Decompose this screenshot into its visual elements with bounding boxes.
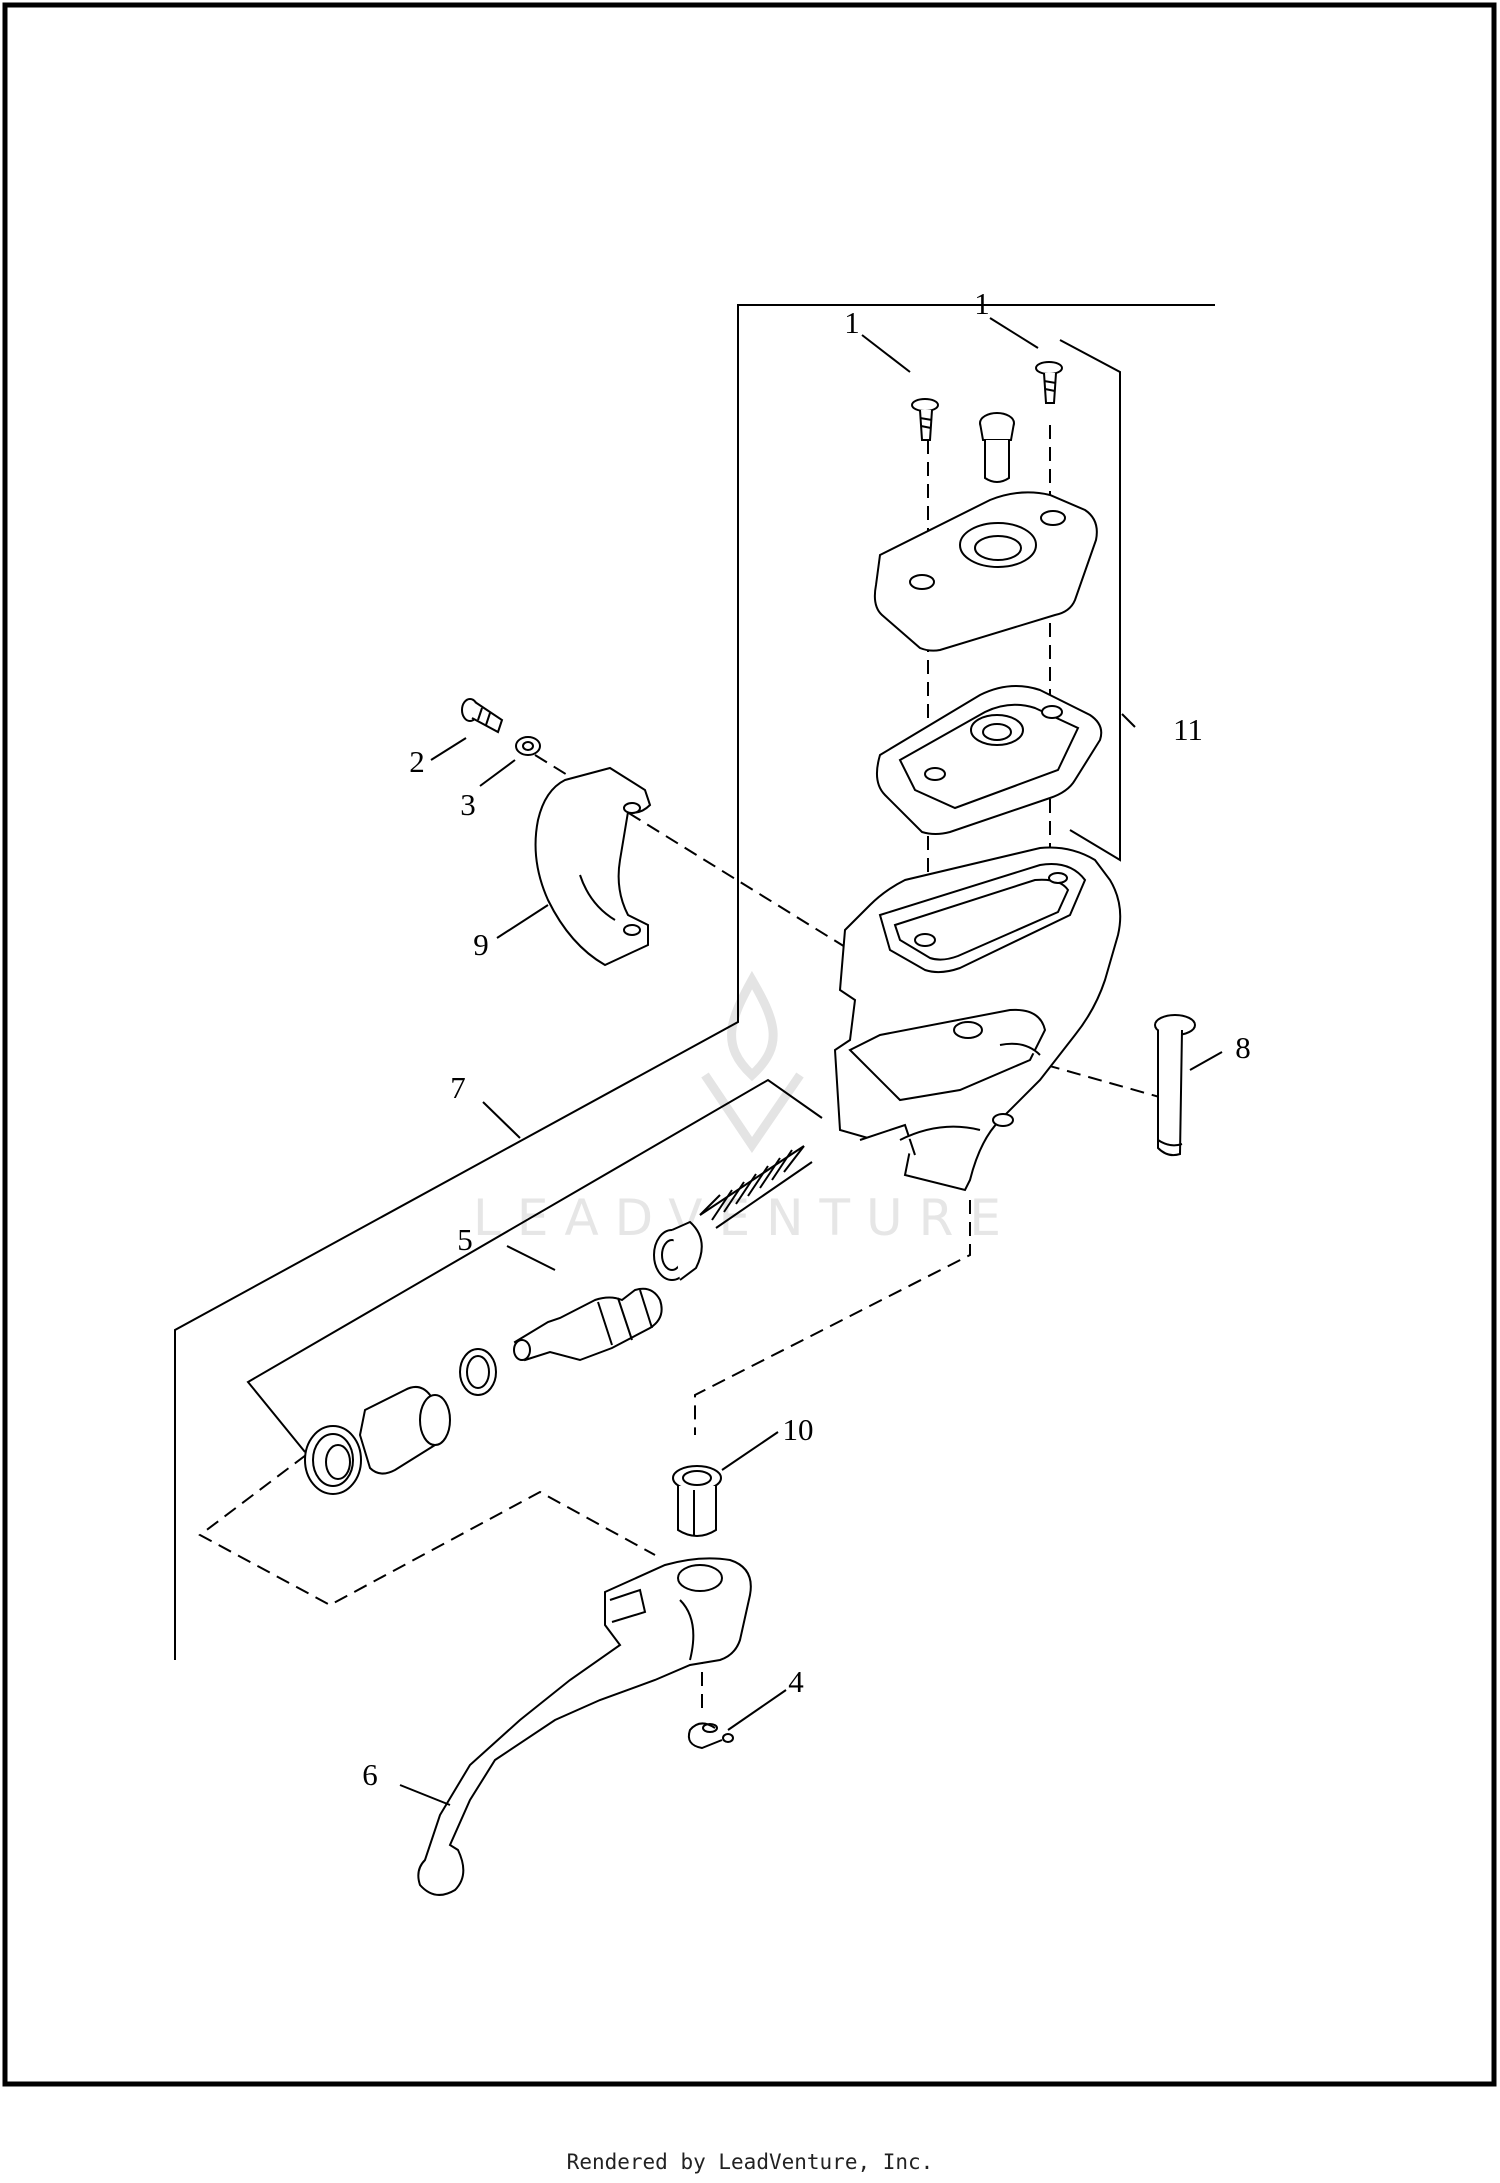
part-8-pivot-pin xyxy=(1154,1014,1196,1157)
callout-5: 5 xyxy=(457,1222,473,1257)
part-9-clamp xyxy=(534,766,652,967)
callout-4: 4 xyxy=(788,1664,804,1699)
callout-1-left: 1 xyxy=(844,305,860,340)
diagram-border xyxy=(2,2,1497,2087)
part-4-clip xyxy=(687,1722,734,1750)
cup-seal xyxy=(653,1220,703,1281)
part-2-screw xyxy=(461,698,504,734)
bracket-11 xyxy=(1059,339,1121,862)
master-cylinder-body xyxy=(833,846,1122,1192)
callout-11: 11 xyxy=(1173,712,1203,747)
reservoir-plug xyxy=(979,412,1015,483)
retaining-bushing xyxy=(304,1425,362,1495)
part-1-screw-left xyxy=(911,398,939,441)
watermark-text: LEADVENTURE xyxy=(473,1189,1017,1247)
part-10-bushing xyxy=(672,1465,722,1537)
callout-9: 9 xyxy=(473,927,489,962)
footer-credit: Rendered by LeadVenture, Inc. xyxy=(566,2150,934,2174)
piston-spring xyxy=(699,1145,813,1229)
callout-10: 10 xyxy=(783,1412,814,1447)
callout-3: 3 xyxy=(460,787,476,822)
leader-lines xyxy=(399,317,1223,1806)
o-ring xyxy=(459,1348,497,1396)
callout-8: 8 xyxy=(1235,1030,1251,1065)
part-3-washer xyxy=(515,736,541,756)
part-6-lever xyxy=(417,1557,752,1896)
callout-7: 7 xyxy=(450,1070,466,1105)
callout-6: 6 xyxy=(362,1757,378,1792)
part-1-screw-right xyxy=(1035,361,1063,404)
watermark-logo xyxy=(701,970,804,1154)
callout-1-right: 1 xyxy=(974,286,990,321)
callout-2: 2 xyxy=(409,744,425,779)
reservoir-cover xyxy=(873,491,1098,652)
diaphragm xyxy=(875,685,1103,835)
boot xyxy=(358,1385,451,1475)
piston xyxy=(513,1287,663,1362)
bracket-5 xyxy=(246,1078,823,1453)
bracket-7 xyxy=(174,304,1215,1660)
